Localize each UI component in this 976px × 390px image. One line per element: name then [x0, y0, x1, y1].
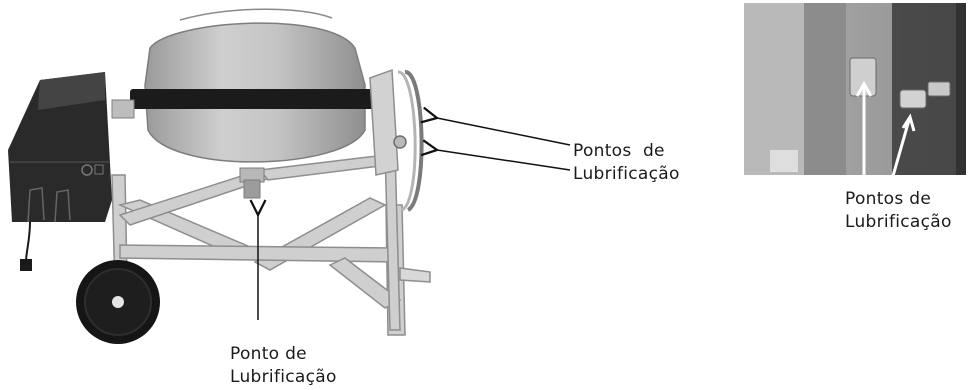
power-cord	[20, 221, 32, 271]
mixer-frame	[111, 149, 406, 336]
rotation-handwheel	[369, 68, 424, 212]
photo-arrow-right	[891, 119, 911, 177]
arrow-drum-upper	[437, 118, 571, 146]
label-bottom-line1: Ponto de	[230, 344, 307, 364]
label-bottom-lubrication-point: Ponto de Lubrificação	[230, 343, 337, 389]
wheel	[76, 260, 160, 344]
label-photo-line2: Lubrificação	[845, 212, 952, 232]
label-drum-lubrication-points: Pontos de Lubrificação	[573, 140, 680, 186]
lubrication-arrows-mixer	[258, 118, 571, 320]
lubrication-photo	[744, 3, 966, 175]
lubrication-arrows-photo	[855, 81, 916, 177]
arrow-drum-lower	[437, 150, 571, 171]
label-drum-line1: Pontos de	[573, 141, 665, 161]
motor-housing	[8, 72, 112, 223]
drum-gear-ring	[111, 89, 378, 119]
label-bottom-line2: Lubrificação	[230, 367, 337, 387]
foot-pedal	[399, 267, 431, 283]
label-photo-lubrication-points: Pontos de Lubrificação	[845, 188, 952, 234]
label-photo-line1: Pontos de	[845, 189, 932, 209]
label-drum-line2: Lubrificação	[573, 164, 680, 184]
